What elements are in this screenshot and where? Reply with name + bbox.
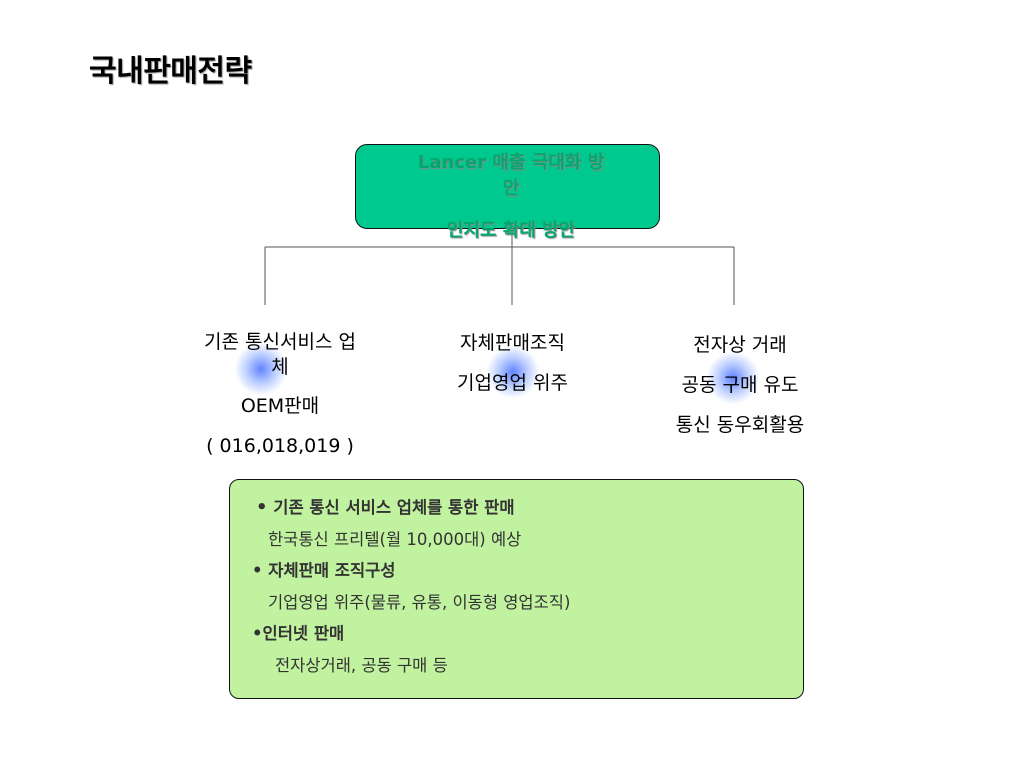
- detail-list: • 기존 통신 서비스 업체를 통한 판매 한국통신 프리텔(월 10,000대…: [252, 492, 571, 681]
- branch-oem-line1: 기존 통신서비스 업: [204, 331, 356, 353]
- branch-ecom-line2: 공동 구매 유도: [681, 374, 799, 396]
- bullet-icon: •: [252, 561, 263, 580]
- detail-box: [229, 479, 804, 699]
- branch-ecom-line3: 통신 동우회활용: [675, 414, 805, 436]
- detail-sub-telecom: 한국통신 프리텔(월 10,000대) 예상: [268, 529, 522, 549]
- glow-right: [707, 352, 759, 404]
- branch-oem-line2: 체: [271, 356, 289, 378]
- detail-text: 인터넷 판매: [262, 624, 345, 643]
- glow-left: [235, 343, 287, 395]
- branch-direct-line1: 자체판매조직: [460, 332, 565, 354]
- detail-text: 자체판매 조직구성: [268, 561, 396, 580]
- root-node-text: Lancer 매출 극대화 방 안 인지도 확대 방안: [380, 150, 642, 245]
- branch-oem-line4: ( 016,018,019 ): [206, 435, 354, 457]
- branch-oem-line3: OEM판매: [240, 395, 320, 417]
- slide-title: 국내판매전략: [89, 54, 252, 89]
- root-line3: 인지도 확대 방안: [446, 220, 576, 241]
- detail-item-telecom: • 기존 통신 서비스 업체를 통한 판매: [254, 492, 570, 524]
- detail-item-direct: • 자체판매 조직구성: [252, 555, 570, 587]
- detail-item-internet: •인터넷 판매: [252, 618, 570, 650]
- branch-direct-line2: 기업영업 위주: [457, 372, 568, 394]
- root-node-box: [355, 144, 660, 229]
- branch-ecommerce: 전자상 거래 공동 구매 유도 통신 동우회활용: [640, 325, 840, 445]
- bullet-icon: •: [252, 624, 263, 643]
- branch-oem: 기존 통신서비스 업 체 OEM판매 ( 016,018,019 ): [170, 330, 390, 466]
- detail-sub-internet: 전자상거래, 공동 구매 등: [275, 655, 448, 675]
- detail-text: 기존 통신 서비스 업체를 통한 판매: [273, 498, 515, 517]
- glow-center: [487, 346, 539, 398]
- branch-direct-sales: 자체판매조직 기업영업 위주: [420, 323, 605, 403]
- detail-sub-direct: 기업영업 위주(물류, 유통, 이동형 영업조직): [268, 592, 571, 612]
- bullet-icon: •: [256, 497, 268, 518]
- branch-ecom-line1: 전자상 거래: [693, 334, 787, 356]
- root-line1: Lancer 매출 극대화 방: [417, 152, 605, 173]
- root-line2: 안: [502, 178, 520, 199]
